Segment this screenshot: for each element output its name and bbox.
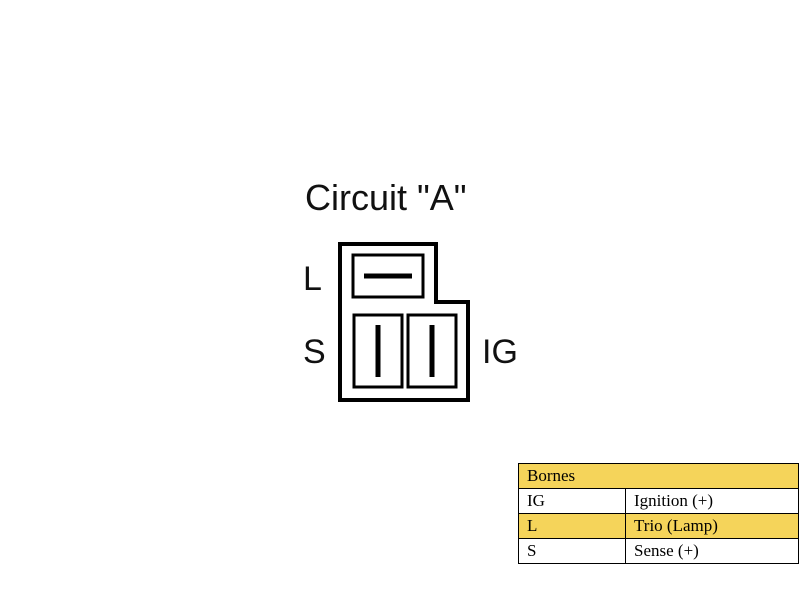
connector-housing <box>338 242 470 402</box>
legend-description: Ignition (+) <box>625 488 799 514</box>
legend-row: IG Ignition (+) <box>518 488 799 514</box>
terminal-s-socket <box>352 313 404 389</box>
legend-description: Sense (+) <box>625 538 799 564</box>
terminal-legend-table: Bornes IG Ignition (+) L Trio (Lamp) S S… <box>518 463 799 564</box>
diagram-title: Circuit "A" <box>305 177 467 218</box>
legend-code: S <box>518 538 626 564</box>
legend-header: Bornes <box>518 463 799 489</box>
legend-header-row: Bornes <box>518 463 799 489</box>
terminal-label-l: L <box>303 260 322 298</box>
terminal-l-socket <box>351 253 425 299</box>
legend-code: L <box>518 513 626 539</box>
legend-row: S Sense (+) <box>518 538 799 564</box>
terminal-label-s: S <box>303 333 326 371</box>
legend-code: IG <box>518 488 626 514</box>
terminal-label-ig: IG <box>482 333 518 371</box>
terminal-ig-socket <box>406 313 458 389</box>
legend-description: Trio (Lamp) <box>625 513 799 539</box>
legend-row: L Trio (Lamp) <box>518 513 799 539</box>
